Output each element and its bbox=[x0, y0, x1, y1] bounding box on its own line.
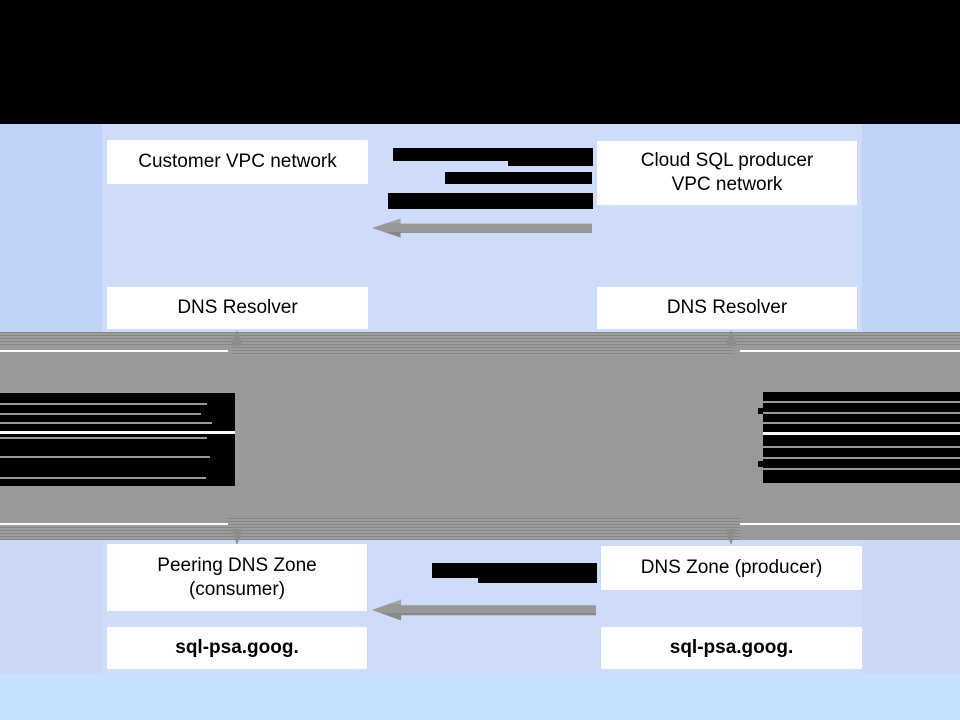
band-divider-line bbox=[740, 350, 960, 352]
redacted-text-block-left bbox=[0, 393, 235, 486]
redaction-paragraph-gap bbox=[763, 432, 960, 435]
redacted-text-block-right bbox=[758, 392, 960, 483]
consumer-peering-dns-zone-label-line1: Peering DNS Zone bbox=[157, 554, 317, 576]
redaction-line-gap bbox=[0, 403, 207, 405]
background-side-left bbox=[0, 540, 102, 674]
redaction-paragraph-gap bbox=[0, 431, 235, 434]
redacted-text-line bbox=[478, 578, 597, 583]
producer-domain-label: sql-psa.goog. bbox=[669, 637, 794, 658]
band-patch bbox=[0, 518, 228, 523]
producer-vpc-network-label-line2: VPC network bbox=[671, 174, 783, 195]
redaction-line-gap bbox=[0, 477, 206, 479]
background-side-right bbox=[862, 540, 960, 674]
redacted-text-line bbox=[432, 563, 597, 578]
redaction-line-gap bbox=[763, 422, 960, 424]
consumer-dns-resolver-label: DNS Resolver bbox=[177, 297, 298, 318]
producer-domain-box: sql-psa.goog. bbox=[601, 627, 862, 669]
arrow-up-icon bbox=[725, 330, 737, 346]
redacted-text-line bbox=[393, 148, 593, 161]
consumer-dns-resolver-box: DNS Resolver bbox=[107, 287, 368, 329]
background-bottom-band bbox=[0, 674, 960, 720]
redaction-line-gap bbox=[763, 446, 960, 448]
consumer-domain-box: sql-psa.goog. bbox=[107, 627, 367, 669]
redaction-line-gap bbox=[0, 422, 212, 424]
band-patch bbox=[740, 526, 960, 540]
arrow-up-icon bbox=[231, 330, 243, 346]
producer-dns-resolver-label: DNS Resolver bbox=[666, 297, 788, 318]
band-patch bbox=[740, 518, 960, 523]
redaction-line-gap bbox=[763, 468, 960, 470]
band-divider-line bbox=[0, 523, 228, 525]
customer-vpc-network-label: Customer VPC network bbox=[138, 151, 337, 172]
redacted-text-line bbox=[508, 161, 593, 166]
redaction-line-gap bbox=[0, 437, 207, 439]
redaction-line-gap bbox=[763, 457, 960, 459]
consumer-domain-label: sql-psa.goog. bbox=[175, 637, 299, 658]
arrow-down-icon bbox=[231, 529, 243, 545]
producer-dns-zone-label: DNS Zone (producer) bbox=[640, 557, 823, 578]
producer-dns-zone-box: DNS Zone (producer) bbox=[601, 546, 862, 590]
band-divider-line bbox=[740, 523, 960, 525]
redaction-line-gap bbox=[763, 401, 960, 403]
redaction-edge-fragment bbox=[758, 461, 763, 467]
redacted-header bbox=[0, 0, 960, 124]
redacted-text-line bbox=[388, 193, 593, 209]
redaction-line-gap bbox=[0, 413, 201, 415]
redacted-text-line bbox=[445, 172, 592, 184]
arrow-down-icon bbox=[725, 529, 737, 545]
redaction-line-gap bbox=[763, 412, 960, 414]
band-divider-line bbox=[0, 350, 228, 352]
customer-vpc-network-box: Customer VPC network bbox=[107, 140, 368, 184]
producer-vpc-network-box: Cloud SQL producer VPC network bbox=[597, 141, 857, 205]
consumer-peering-dns-zone-box: Peering DNS Zone (consumer) bbox=[107, 544, 367, 611]
band-stripe-edge-top-mid bbox=[232, 332, 732, 356]
redaction-edge-fragment bbox=[758, 408, 763, 414]
consumer-peering-dns-zone-label-line2: (consumer) bbox=[188, 578, 286, 600]
redaction-line-gap bbox=[0, 456, 210, 458]
producer-vpc-network-label-line1: Cloud SQL producer bbox=[640, 150, 814, 171]
producer-dns-resolver-box: DNS Resolver bbox=[597, 287, 857, 329]
